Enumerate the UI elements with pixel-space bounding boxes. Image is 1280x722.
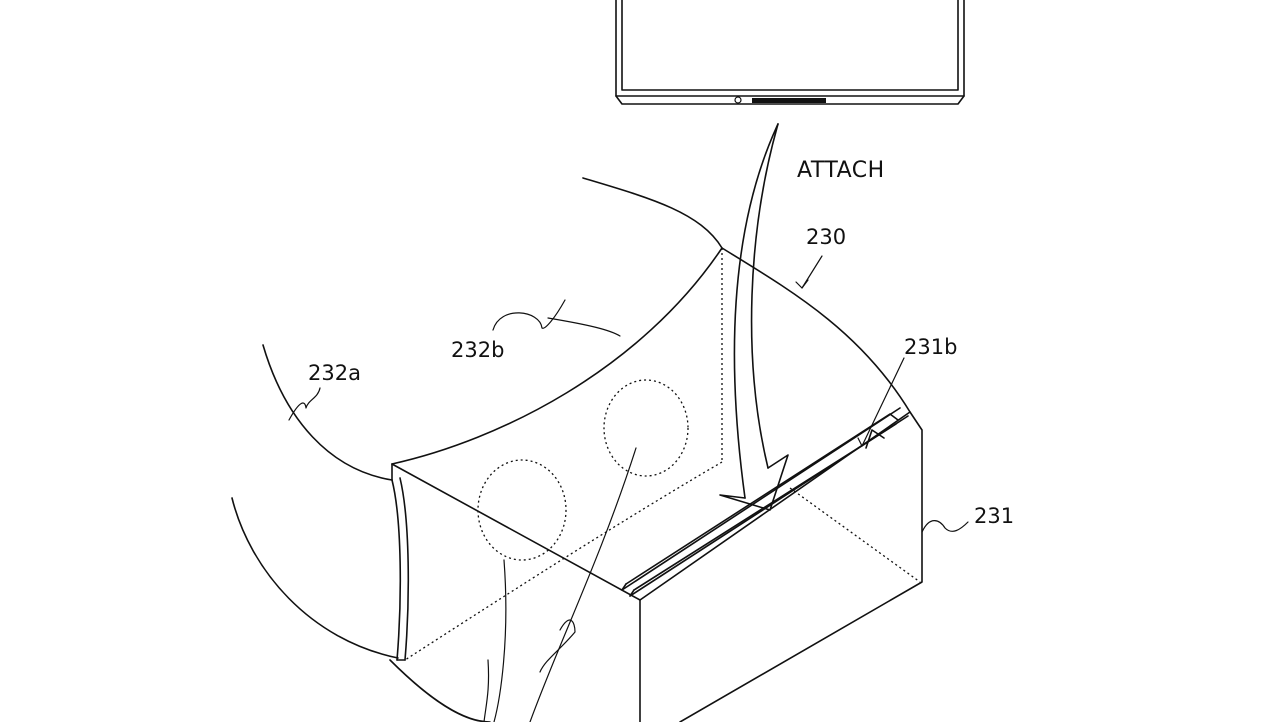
label-231: 231	[974, 504, 1014, 528]
goggle-body	[389, 247, 921, 722]
label-232a: 232a	[308, 361, 361, 385]
device-button	[734, 96, 742, 104]
attach-arrow	[719, 123, 789, 511]
housing-box	[621, 407, 923, 722]
label-231b: 231b	[904, 335, 957, 359]
lenses	[477, 379, 689, 561]
display-device	[615, 0, 965, 105]
device-connector	[752, 98, 826, 103]
leader-lines	[483, 255, 969, 722]
lens-left	[477, 459, 567, 561]
label-230: 230	[806, 225, 846, 249]
strap-left	[231, 344, 399, 659]
label-232b: 232b	[451, 338, 504, 362]
lens-right	[603, 379, 689, 477]
label-attach: ATTACH	[797, 158, 885, 183]
strap-top	[492, 177, 723, 337]
